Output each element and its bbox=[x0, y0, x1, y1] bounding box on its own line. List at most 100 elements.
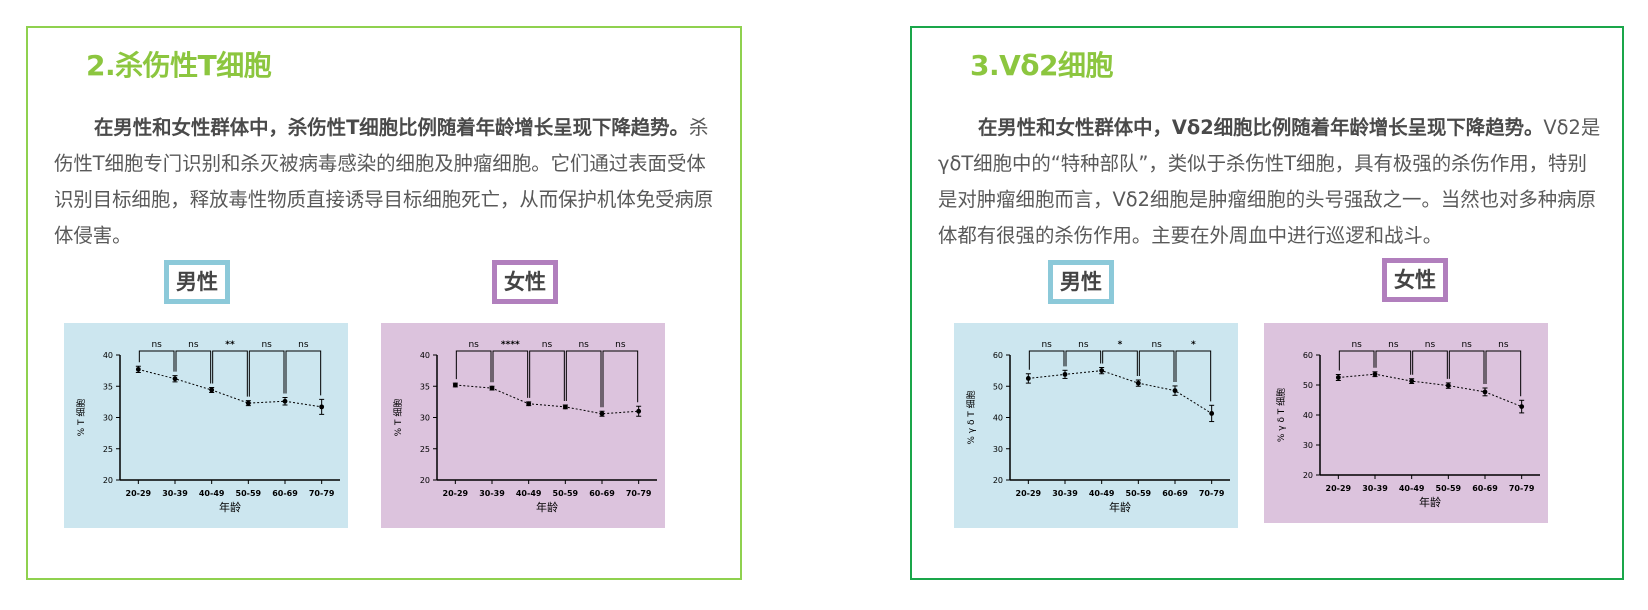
y-tick-label: 20 bbox=[993, 476, 1003, 485]
significance-label: ns bbox=[151, 340, 162, 350]
chart-background bbox=[1264, 323, 1548, 523]
significance-bracket bbox=[1375, 350, 1412, 375]
x-tick-label: 50-59 bbox=[236, 489, 262, 498]
significance-label: ns bbox=[1078, 340, 1089, 350]
female-label-box: 女性 bbox=[492, 260, 558, 304]
significance-label: ns bbox=[468, 340, 479, 350]
panel-paragraph: 在男性和女性群体中，杀伤性T细胞比例随着年龄增长呈现下降趋势。杀伤性T细胞专门识… bbox=[54, 110, 718, 254]
data-point bbox=[1209, 411, 1215, 416]
x-tick-label: 40-49 bbox=[1399, 484, 1425, 493]
significance-label: ns bbox=[1151, 340, 1162, 350]
x-tick-label: 70-79 bbox=[1509, 484, 1535, 493]
y-tick-label: 50 bbox=[993, 382, 1003, 391]
x-tick-label: 40-49 bbox=[516, 489, 542, 498]
panel-title: 2.杀伤性T细胞 bbox=[86, 49, 272, 82]
y-tick-label: 60 bbox=[993, 351, 1003, 360]
data-point bbox=[1519, 404, 1525, 409]
significance-label: ns bbox=[188, 340, 199, 350]
significance-bracket bbox=[455, 350, 492, 383]
x-tick-label: 30-39 bbox=[1362, 484, 1388, 493]
x-tick-label: 50-59 bbox=[1436, 484, 1462, 493]
y-tick-label: 30 bbox=[993, 445, 1003, 454]
significance-bracket bbox=[565, 350, 602, 408]
significance-bracket bbox=[1138, 350, 1175, 382]
significance-bracket bbox=[492, 350, 529, 398]
y-tick-label: 50 bbox=[1303, 381, 1313, 390]
x-tick-label: 60-69 bbox=[1472, 484, 1498, 493]
significance-bracket bbox=[1065, 350, 1102, 367]
x-axis-label: 年龄 bbox=[219, 500, 241, 514]
data-point bbox=[1482, 389, 1488, 395]
y-tick-label: 20 bbox=[1303, 471, 1313, 480]
y-tick-label: 20 bbox=[103, 476, 113, 485]
chart-background bbox=[954, 323, 1238, 528]
chart-background bbox=[64, 323, 348, 528]
series-line bbox=[1338, 373, 1522, 408]
y-tick-label: 25 bbox=[420, 445, 430, 454]
y-tick-label: 40 bbox=[103, 351, 113, 360]
significance-label: ns bbox=[1351, 340, 1362, 350]
x-tick-label: 70-79 bbox=[309, 489, 335, 498]
y-axis-label: % γ δ T 细胞 bbox=[1275, 388, 1287, 442]
significance-label: ns bbox=[1388, 340, 1399, 350]
x-axis-label: 年龄 bbox=[1419, 495, 1441, 509]
data-point bbox=[599, 411, 605, 417]
y-tick-label: 30 bbox=[420, 414, 430, 423]
significance-bracket bbox=[1412, 350, 1448, 379]
data-point bbox=[1372, 371, 1378, 377]
x-tick-label: 30-39 bbox=[479, 489, 505, 498]
significance-bracket bbox=[212, 350, 248, 397]
significance-bracket bbox=[1028, 350, 1065, 370]
series-line bbox=[455, 384, 639, 415]
significance-bracket bbox=[1338, 350, 1375, 371]
y-tick-label: 40 bbox=[1303, 411, 1313, 420]
x-tick-label: 70-79 bbox=[626, 489, 652, 498]
data-point bbox=[1135, 380, 1141, 386]
x-tick-label: 30-39 bbox=[162, 489, 188, 498]
male-label-box: 男性 bbox=[164, 260, 230, 304]
significance-label: **** bbox=[501, 340, 520, 350]
y-tick-label: 30 bbox=[1303, 441, 1313, 450]
x-tick-label: 40-49 bbox=[199, 489, 225, 498]
x-axis-label: 年龄 bbox=[1109, 500, 1131, 514]
data-point bbox=[489, 385, 495, 391]
data-point bbox=[1062, 371, 1068, 377]
paragraph-body: 杀伤性T细胞专门识别和杀灭被病毒感染的细胞及肿瘤细胞。它们通过表面受体识别目标细… bbox=[54, 116, 714, 247]
panel-vd2-cells: 3.Vδ2细胞 在男性和女性群体中，Vδ2细胞比例随着年龄增长呈现下降趋势。Vδ… bbox=[910, 26, 1624, 580]
data-point bbox=[1099, 368, 1105, 374]
significance-bracket bbox=[602, 350, 639, 408]
data-point bbox=[1445, 383, 1451, 388]
x-tick-label: 60-69 bbox=[589, 489, 615, 498]
significance-bracket bbox=[248, 350, 285, 397]
chart-background bbox=[381, 323, 665, 528]
x-tick-label: 20-29 bbox=[1016, 489, 1042, 498]
x-tick-label: 60-69 bbox=[272, 489, 298, 498]
significance-bracket bbox=[285, 350, 322, 396]
paragraph-lead: 在男性和女性群体中，杀伤性T细胞比例随着年龄增长呈现下降趋势。 bbox=[94, 116, 689, 139]
x-tick-label: 20-29 bbox=[126, 489, 152, 498]
data-point bbox=[172, 376, 178, 382]
panel-paragraph: 在男性和女性群体中，Vδ2细胞比例随着年龄增长呈现下降趋势。Vδ2是γδT细胞中… bbox=[938, 110, 1602, 254]
significance-label: ns bbox=[1461, 340, 1472, 350]
y-tick-label: 30 bbox=[103, 414, 113, 423]
significance-bracket bbox=[138, 350, 175, 372]
data-point bbox=[452, 382, 458, 388]
panel-title: 3.Vδ2细胞 bbox=[970, 49, 1114, 82]
data-point bbox=[282, 398, 288, 404]
data-point bbox=[526, 401, 532, 407]
x-tick-label: 20-29 bbox=[1326, 484, 1352, 493]
data-point bbox=[1409, 378, 1415, 384]
significance-bracket bbox=[1485, 350, 1522, 397]
significance-label: ** bbox=[225, 340, 235, 350]
y-tick-label: 35 bbox=[420, 382, 430, 391]
data-point bbox=[319, 404, 325, 410]
y-tick-label: 20 bbox=[420, 476, 430, 485]
y-tick-label: 40 bbox=[420, 351, 430, 360]
male-label-box: 男性 bbox=[1048, 260, 1114, 304]
significance-bracket bbox=[1448, 350, 1485, 384]
data-point bbox=[1172, 388, 1178, 394]
